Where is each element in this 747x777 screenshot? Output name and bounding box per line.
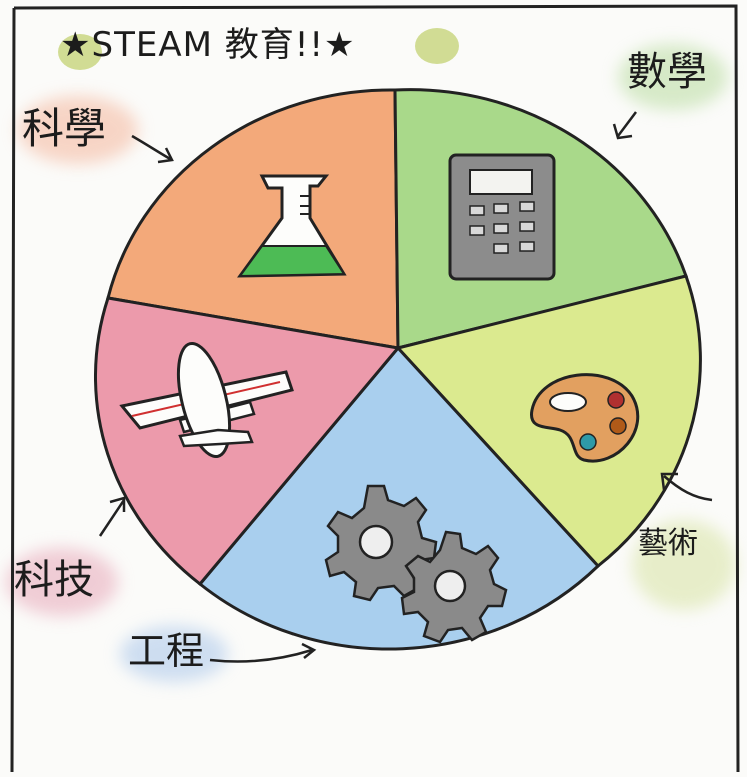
- math-label: 數學: [627, 49, 707, 95]
- technology-label: 科技: [14, 557, 94, 603]
- science-label: 科學: [22, 104, 107, 153]
- paint-palette-icon: [530, 373, 640, 463]
- slice-engineering: [197, 345, 601, 651]
- eng-label-halo: [120, 626, 228, 682]
- page-title: ★STEAM 教育!!★: [60, 25, 356, 65]
- math-label-halo: [618, 44, 728, 110]
- art-label: 藝術: [638, 526, 698, 561]
- arrow-math: [612, 111, 637, 140]
- tech-label-halo: [6, 548, 118, 616]
- engineering-label: 工程: [128, 629, 205, 673]
- slice-science: [106, 88, 400, 350]
- arrow-art: [660, 472, 713, 502]
- flask-icon: [237, 174, 347, 278]
- art-label-halo: [632, 520, 736, 610]
- arrow-eng: [209, 642, 317, 663]
- right-star-highlight: [415, 28, 459, 64]
- pointer-arrows: [98, 111, 713, 663]
- page-border: [10, 4, 740, 773]
- arrow-tech: [98, 496, 126, 537]
- arrow-science: [131, 134, 174, 164]
- left-star-highlight: [58, 34, 102, 70]
- airplane-icon: [119, 341, 294, 459]
- calculator-icon: [448, 153, 556, 281]
- science-label-halo: [18, 96, 138, 164]
- gears-icon: [324, 484, 508, 644]
